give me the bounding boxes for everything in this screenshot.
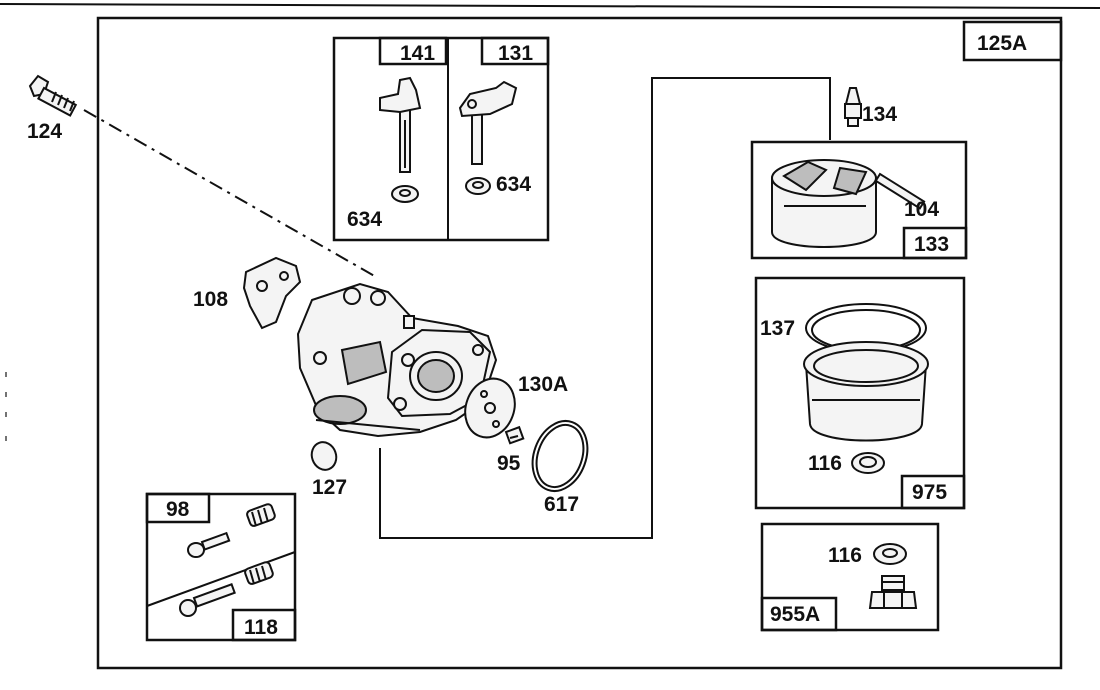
callout-137: 137	[760, 317, 795, 340]
oring-617-icon	[531, 420, 589, 492]
gasket-130A-icon	[464, 377, 516, 439]
screw-98-icon	[187, 531, 231, 558]
throttle-shaft-141-icon	[379, 76, 422, 173]
box-975	[754, 276, 966, 510]
washer-634-left-icon	[391, 185, 419, 203]
float-133-icon	[771, 159, 877, 248]
spring-118-icon	[244, 561, 274, 585]
spring-98-icon	[246, 503, 276, 527]
callout-130A: 130A	[518, 373, 568, 396]
callout-134: 134	[862, 103, 897, 126]
float-bowl-975-icon	[803, 341, 929, 442]
choke-shaft-131-icon	[458, 80, 518, 165]
page-top-border	[0, 3, 1100, 9]
label-box-975	[900, 474, 966, 510]
callout-133: 133	[914, 233, 949, 256]
callout-617: 617	[544, 493, 579, 516]
label-box-141	[378, 36, 448, 66]
callout-108: 108	[193, 288, 228, 311]
callout-141: 141	[400, 42, 435, 65]
callout-104: 104	[904, 198, 939, 221]
label-box-955A	[760, 596, 838, 632]
label-box-131	[480, 36, 550, 66]
screw-95-icon	[504, 425, 525, 445]
callout-124: 124	[27, 120, 62, 143]
callout-116-bowl: 116	[808, 452, 842, 475]
bolt-leader-dashed	[83, 109, 379, 279]
assembly-label-box	[962, 20, 1063, 62]
box-955A	[760, 522, 940, 632]
callout-955A: 955A	[770, 603, 820, 626]
assembly-frame	[96, 16, 1063, 670]
callout-95: 95	[497, 452, 521, 475]
label-box-133	[902, 226, 968, 260]
screw-118-icon	[179, 583, 236, 617]
welch-plug-127-icon	[310, 441, 338, 471]
washer-116-plug-icon	[873, 543, 907, 565]
box-98-118	[145, 492, 297, 642]
callout-634-left: 634	[347, 208, 382, 231]
assembly-label: 125A	[977, 32, 1027, 55]
box-133	[750, 140, 968, 260]
washer-116-bowl-icon	[851, 452, 885, 474]
label-box-98	[145, 492, 211, 524]
callout-118: 118	[244, 616, 278, 639]
carburetor-group-bracket	[379, 77, 831, 539]
box-98-118-divider	[146, 551, 296, 607]
washer-634-right-icon	[465, 177, 491, 195]
callout-975: 975	[912, 481, 947, 504]
callout-131: 131	[498, 42, 533, 65]
callout-127: 127	[312, 476, 347, 499]
carburetor-body-icon	[296, 282, 498, 438]
callout-116-plug: 116	[828, 544, 862, 567]
plate-108-icon	[242, 256, 302, 330]
float-needle-134-icon	[844, 87, 862, 127]
label-box-118	[231, 608, 297, 642]
callout-634-right: 634	[496, 173, 531, 196]
bowl-nut-955A-icon	[868, 575, 918, 609]
bolt-124-icon	[28, 74, 78, 117]
float-pin-104-icon	[874, 172, 926, 210]
callout-98: 98	[166, 498, 190, 521]
